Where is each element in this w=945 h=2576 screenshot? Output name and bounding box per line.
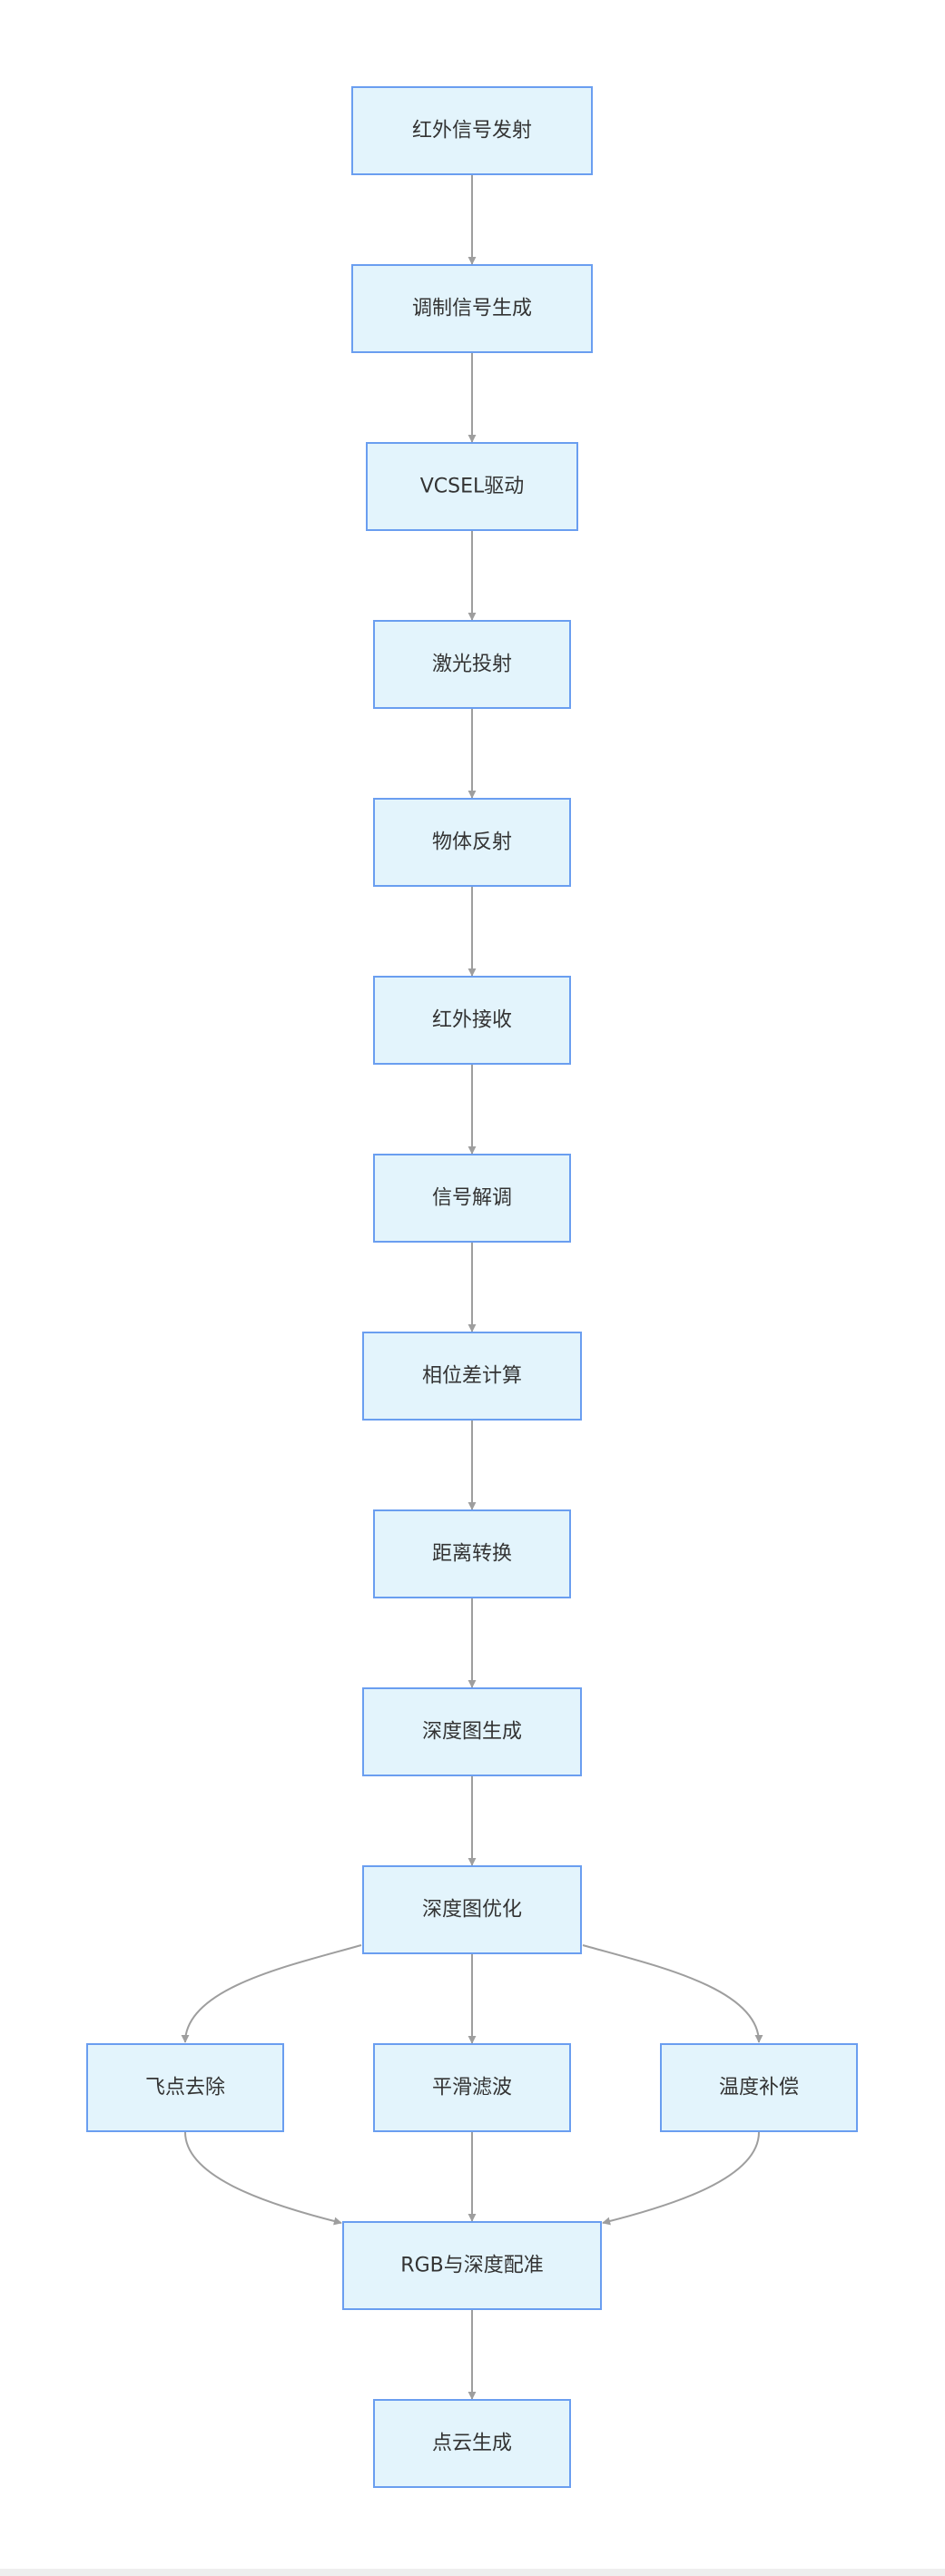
flow-node-n5: 物体反射 (373, 798, 571, 887)
node-label: VCSEL驱动 (420, 476, 525, 498)
flow-node-n10: 深度图生成 (362, 1687, 582, 1776)
flow-node-n14: 温度补偿 (660, 2043, 858, 2132)
flow-node-n4: 激光投射 (373, 620, 571, 709)
node-label: 飞点去除 (145, 2077, 225, 2099)
page-bottom-strip (0, 2569, 945, 2576)
node-label: 距离转换 (432, 1543, 512, 1566)
node-box (342, 2221, 602, 2310)
node-box (660, 2043, 858, 2132)
edge-n14-to-n15 (602, 2131, 760, 2226)
node-box (373, 976, 571, 1065)
node-label: 温度补偿 (719, 2077, 799, 2099)
node-box (373, 620, 571, 709)
node-label: 平滑滤波 (432, 2077, 512, 2099)
edge-n11-to-n12 (181, 1944, 362, 2043)
flow-node-n15: RGB与深度配准 (342, 2221, 602, 2310)
edge-n12-to-n15 (184, 2131, 342, 2226)
flow-node-n7: 信号解调 (373, 1154, 571, 1243)
node-box (373, 1154, 571, 1243)
node-label: 红外信号发射 (412, 120, 532, 143)
node-box (351, 264, 593, 353)
node-label: 调制信号生成 (412, 298, 532, 320)
flow-node-n1: 红外信号发射 (351, 86, 593, 175)
flow-node-n2: 调制信号生成 (351, 264, 593, 353)
node-label: RGB与深度配准 (400, 2255, 543, 2277)
node-label: 点云生成 (432, 2433, 512, 2455)
node-label: 物体反射 (432, 831, 512, 854)
node-label: 相位差计算 (422, 1365, 522, 1388)
node-label: 激光投射 (432, 654, 512, 676)
flow-node-n13: 平滑滤波 (373, 2043, 571, 2132)
flow-node-n11: 深度图优化 (362, 1865, 582, 1954)
edges (181, 174, 763, 2400)
flow-node-n8: 相位差计算 (362, 1332, 582, 1421)
node-box (373, 2399, 571, 2488)
edge-n11-to-n14 (582, 1944, 763, 2043)
flow-node-n3: VCSEL驱动 (366, 442, 578, 531)
node-box (373, 1509, 571, 1598)
node-box (362, 1687, 582, 1776)
flow-node-n16: 点云生成 (373, 2399, 571, 2488)
node-box (362, 1332, 582, 1421)
flow-node-n9: 距离转换 (373, 1509, 571, 1598)
node-label: 深度图优化 (422, 1899, 522, 1922)
node-label: 信号解调 (432, 1187, 512, 1210)
node-box (373, 2043, 571, 2132)
node-box (351, 86, 593, 175)
node-label: 红外接收 (432, 1009, 512, 1032)
node-box (362, 1865, 582, 1954)
flow-node-n12: 飞点去除 (86, 2043, 284, 2132)
node-box (86, 2043, 284, 2132)
node-label: 深度图生成 (422, 1721, 522, 1744)
flow-node-n6: 红外接收 (373, 976, 571, 1065)
node-box (366, 442, 578, 531)
node-box (373, 798, 571, 887)
